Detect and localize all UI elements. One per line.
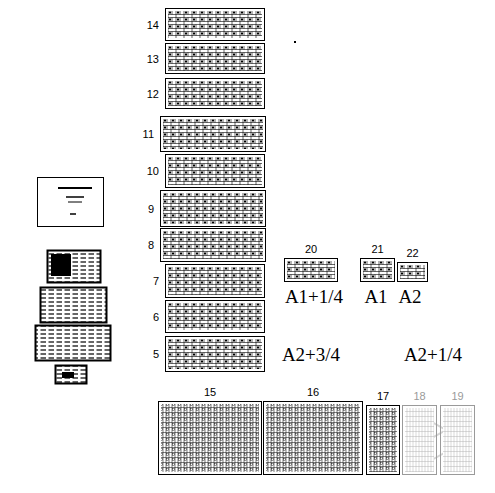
sheet-drawing [166,79,264,108]
sheet-number: 12 [147,88,159,100]
sheet-drawing [159,402,261,474]
sheet-number: 21 [371,243,383,255]
sheet-drawing [367,406,399,474]
sheet-size-note: A1+1/4 [285,287,343,307]
sheet-drawing [166,155,264,187]
sheet-frame: 15 [158,401,262,475]
sheet-drawing [398,263,427,281]
sheet-drawing [166,337,264,371]
sheet-frame: 9 [160,190,266,227]
sheet-number: 7 [153,275,159,287]
sheet-frame: 18 [402,405,437,475]
sheet-number: 14 [147,19,159,31]
sheet-number: 22 [406,247,418,259]
sheet-frame: 20 [284,258,338,282]
sheet-frame: 8 [160,228,266,262]
sheet-drawing [166,9,264,40]
note-thumbnails [36,251,111,384]
sheet-number: 10 [147,165,159,177]
sheet-drawing [285,259,337,281]
sheet-number: 19 [451,390,463,402]
sheet-size-note: A2 [398,287,421,307]
sheet-number: 15 [204,386,216,398]
sheet-drawing [441,406,474,474]
sheet-size-note: A2+3/4 [282,345,340,365]
sheet-number: 18 [413,390,425,402]
sheet-frame: 5 [165,336,265,372]
sheet-frame: 17 [366,405,400,475]
sheet-frame: 21 [360,258,395,282]
sheet-number: 20 [305,243,317,255]
sheet-number: 13 [147,53,159,65]
sheet-drawing [166,265,264,297]
sheet-size-note: A2+1/4 [404,345,462,365]
sheet-frame: 10 [165,154,265,188]
sheet-number: 8 [148,239,154,251]
sheet-number: 9 [148,203,154,215]
sheet-frame: 6 [165,300,265,333]
sheet-number: 16 [307,386,319,398]
sheet-drawing [264,402,362,474]
sheet-drawing [166,301,264,332]
sheet-frame: 11 [160,116,266,152]
sheet-frame: 7 [165,264,265,298]
sheet-frame: 19 [440,405,475,475]
dot [294,41,296,43]
sheet-drawing [161,191,265,226]
sheet-number: 11 [143,128,154,140]
sheet-number: 6 [153,311,159,323]
sheet-frame: 14 [165,8,265,41]
title-block [38,178,104,227]
sheet-frame: 22 [397,262,428,282]
sheet-frame: 16 [263,401,363,475]
sheet-frame: 13 [165,43,265,74]
sheet-drawing [166,44,264,73]
sheet-number: 5 [153,348,159,360]
sheet-drawing [161,229,265,261]
sheet-drawing [161,117,265,151]
sheet-drawing [403,406,436,474]
sheet-number: 17 [377,390,389,402]
sheet-drawing [361,259,394,281]
sheet-size-note: A1 [364,287,387,307]
sheet-frame: 12 [165,78,265,109]
